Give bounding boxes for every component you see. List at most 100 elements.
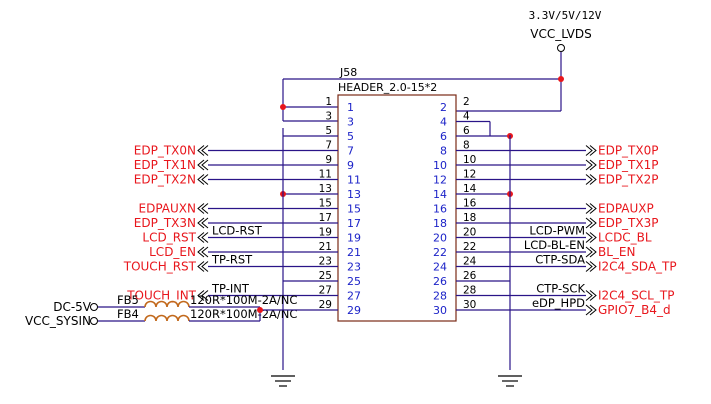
pin-number-outer: 4 bbox=[463, 111, 470, 123]
terminal-icon bbox=[90, 303, 98, 311]
offpage-connector-icon bbox=[585, 304, 597, 316]
pin-number-outer: 7 bbox=[325, 140, 332, 152]
junction-dot bbox=[558, 76, 564, 82]
offpage-connector-icon bbox=[585, 174, 597, 185]
offpage-connector-icon bbox=[197, 203, 209, 214]
left-net: TOUCH_RST TP-RST bbox=[123, 253, 338, 274]
ferrite-value-label: 120R*100M-2A/NC bbox=[190, 293, 297, 307]
pin-number-outer: 26 bbox=[463, 270, 477, 282]
right-net: EDP_TX1P bbox=[456, 158, 658, 172]
header-value-label: HEADER_2.0-15*2 bbox=[338, 81, 437, 94]
offpage-connector-icon bbox=[197, 290, 209, 301]
net-label: EDP_TX1N bbox=[134, 158, 196, 172]
pin-number-inner: 24 bbox=[433, 261, 447, 274]
wire-label: TP-RST bbox=[211, 253, 253, 267]
ferrite-ref-label: FB4 bbox=[117, 307, 139, 321]
pin-number-inner: 29 bbox=[347, 304, 361, 317]
left-net: EDPAUXN bbox=[139, 202, 338, 216]
net-label: TOUCH_INT bbox=[126, 289, 196, 303]
pin-number-outer: 2 bbox=[463, 96, 470, 108]
offpage-connector-icon bbox=[585, 232, 597, 243]
pin-number-outer: 19 bbox=[319, 227, 332, 239]
offpage-connector-icon bbox=[197, 217, 209, 229]
pin-number-inner: 27 bbox=[347, 290, 361, 303]
left-net: EDP_TX0N bbox=[134, 144, 338, 158]
pin-number-inner: 14 bbox=[433, 188, 447, 201]
pin-number-inner: 8 bbox=[440, 145, 447, 158]
pin-number-outer: 23 bbox=[319, 256, 332, 268]
pin-number-outer: 5 bbox=[325, 125, 332, 137]
pin-number-outer: 14 bbox=[463, 183, 477, 195]
net-label: EDPAUXP bbox=[598, 202, 654, 216]
pin-number-outer: 17 bbox=[319, 212, 332, 224]
offpage-connector-icon bbox=[197, 261, 209, 272]
pin-number-inner: 10 bbox=[433, 159, 447, 172]
pin-number-inner: 7 bbox=[347, 145, 354, 158]
pin-number-outer: 13 bbox=[319, 183, 332, 195]
right-nets: EDP_TX0PEDP_TX1PEDP_TX2PEDPAUXPEDP_TX3PL… bbox=[456, 144, 677, 317]
net-label: TOUCH_RST bbox=[123, 260, 197, 274]
pin-number-inner: 12 bbox=[433, 174, 447, 187]
ferrite-ref-label: FB5 bbox=[117, 293, 139, 307]
offpage-connector-icon bbox=[197, 159, 209, 171]
power-source-label: DC-5V bbox=[53, 300, 92, 314]
net-label: I2C4_SDA_TP bbox=[598, 260, 677, 274]
wire-label: LCD-BL-EN bbox=[524, 238, 585, 252]
offpage-connector-icon bbox=[585, 246, 597, 258]
offpage-connector-icon bbox=[585, 159, 597, 171]
offpage-connector-icon bbox=[585, 261, 597, 272]
pin-number-inner: 23 bbox=[347, 261, 361, 274]
pin-number-inner: 15 bbox=[347, 203, 361, 216]
header-ref-label: J58 bbox=[339, 66, 357, 79]
pin-number-inner: 6 bbox=[440, 130, 447, 143]
rail-terminal-icon bbox=[557, 44, 565, 52]
pin-number-outer: 6 bbox=[463, 125, 470, 137]
pin29-net bbox=[257, 307, 338, 321]
pin-number-outer: 9 bbox=[325, 154, 332, 166]
net-label: LCD_RST bbox=[142, 231, 196, 245]
right-net: EDP_TX3P bbox=[456, 216, 658, 230]
offpage-connector-icon bbox=[197, 246, 209, 258]
offpage-connector-icon bbox=[585, 290, 597, 301]
pin-number-inner: 2 bbox=[440, 101, 447, 114]
offpage-connector-icon bbox=[585, 145, 597, 156]
pin-number-outer: 27 bbox=[319, 285, 332, 297]
junction-dot bbox=[257, 307, 263, 313]
pin-number-outer: 12 bbox=[463, 169, 476, 181]
net-label: EDPAUXN bbox=[139, 202, 196, 216]
pin-number-outer: 20 bbox=[463, 227, 476, 239]
left-net: EDP_TX2N bbox=[134, 173, 338, 187]
ground-symbol-left bbox=[271, 375, 295, 387]
inductor-coil-icon bbox=[144, 314, 190, 322]
wire-label: CTP-SCK bbox=[536, 282, 585, 296]
pin-number-inner: 5 bbox=[347, 130, 354, 143]
rail-voltage-label: 3.3V/5V/12V bbox=[529, 9, 602, 22]
net-label: GPIO7_B4_d bbox=[598, 303, 671, 317]
wire-label: LCD-RST bbox=[212, 224, 263, 238]
pin-number-inner: 22 bbox=[433, 246, 447, 259]
pin-number-outer: 11 bbox=[319, 169, 332, 181]
junction-dot bbox=[280, 104, 286, 110]
pin-number-outer: 18 bbox=[463, 212, 476, 224]
ground-symbol-right bbox=[498, 375, 522, 387]
pin-number-outer: 8 bbox=[463, 140, 470, 152]
pin-number-inner: 28 bbox=[433, 290, 447, 303]
left-nets: EDP_TX0NEDP_TX1NEDP_TX2NEDPAUXNEDP_TX3NL… bbox=[123, 144, 338, 303]
offpage-connector-icon bbox=[197, 232, 209, 243]
pin-number-inner: 9 bbox=[347, 159, 354, 172]
pin-number-inner: 17 bbox=[347, 217, 361, 230]
pin-number-inner: 3 bbox=[347, 116, 354, 129]
pin-number-outer: 28 bbox=[463, 285, 476, 297]
wire-label: TP-INT bbox=[211, 282, 250, 296]
pin-number-outer: 3 bbox=[325, 111, 332, 123]
pin-number-outer: 1 bbox=[325, 96, 332, 108]
pin-number-inner: 30 bbox=[433, 304, 447, 317]
pin-number-inner: 13 bbox=[347, 188, 361, 201]
